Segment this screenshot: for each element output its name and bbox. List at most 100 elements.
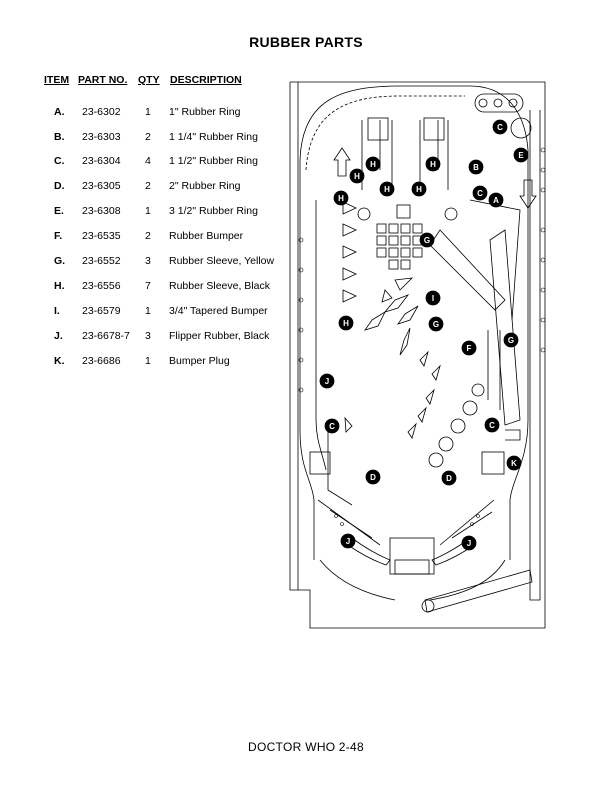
part-number: 23-6303 — [82, 131, 121, 143]
callout-f: F — [461, 340, 477, 356]
header-part-no: PART NO. — [78, 74, 128, 86]
callout-e: E — [513, 147, 529, 163]
table-row: F. 23-6535 2 Rubber Bumper — [44, 230, 284, 244]
item-letter: K. — [54, 355, 65, 367]
svg-text:E: E — [518, 151, 524, 160]
svg-text:J: J — [325, 377, 329, 386]
table-row: B. 23-6303 2 1 1/4" Rubber Ring — [44, 131, 284, 145]
svg-text:G: G — [433, 320, 439, 329]
playfield-diagram: A B C C C C D D E F G G G H H H H H H H … — [289, 81, 546, 629]
callout-h: H — [349, 168, 365, 184]
callout-h: H — [425, 156, 441, 172]
item-letter: B. — [54, 131, 65, 143]
description: 1 1/2" Rubber Ring — [169, 155, 258, 167]
callout-g: G — [419, 232, 435, 248]
callout-c: C — [492, 119, 508, 135]
quantity: 7 — [145, 280, 151, 292]
description: Bumper Plug — [169, 355, 230, 367]
part-number: 23-6535 — [82, 230, 121, 242]
description: 2" Rubber Ring — [169, 180, 241, 192]
callout-g: G — [428, 316, 444, 332]
svg-text:F: F — [467, 344, 472, 353]
description: 1" Rubber Ring — [169, 106, 241, 118]
quantity: 1 — [145, 106, 151, 118]
svg-text:B: B — [473, 163, 479, 172]
header-qty: QTY — [138, 74, 160, 86]
callout-markers: A B C C C C D D E F G G G H H H H H H H … — [319, 119, 529, 551]
callout-h: H — [338, 315, 354, 331]
item-letter: G. — [54, 255, 66, 267]
part-number: 23-6302 — [82, 106, 121, 118]
part-number: 23-6308 — [82, 205, 121, 217]
quantity: 3 — [145, 255, 151, 267]
description: Rubber Sleeve, Yellow — [169, 255, 275, 267]
description: 1 1/4" Rubber Ring — [169, 131, 258, 143]
part-number: 23-6686 — [82, 355, 121, 367]
footer-page-number: 2-48 — [338, 740, 364, 754]
part-number: 23-6579 — [82, 305, 121, 317]
callout-b: B — [468, 159, 484, 175]
callout-h: H — [333, 190, 349, 206]
callout-c: C — [324, 418, 340, 434]
table-row: C. 23-6304 4 1 1/2" Rubber Ring — [44, 155, 284, 169]
svg-text:D: D — [370, 473, 376, 482]
item-letter: J. — [54, 330, 63, 342]
quantity: 2 — [145, 131, 151, 143]
part-number: 23-6304 — [82, 155, 121, 167]
table-row: K. 23-6686 1 Bumper Plug — [44, 355, 284, 369]
svg-text:J: J — [467, 539, 471, 548]
table-row: H. 23-6556 7 Rubber Sleeve, Black — [44, 280, 284, 294]
svg-text:C: C — [497, 123, 503, 132]
item-letter: H. — [54, 280, 65, 292]
table-row: D. 23-6305 2 2" Rubber Ring — [44, 180, 284, 194]
svg-text:H: H — [354, 172, 360, 181]
callout-g: G — [503, 332, 519, 348]
item-letter: E. — [54, 205, 64, 217]
callout-j: J — [461, 535, 477, 551]
svg-text:C: C — [329, 422, 335, 431]
table-row: E. 23-6308 1 3 1/2" Rubber Ring — [44, 205, 284, 219]
part-number: 23-6552 — [82, 255, 121, 267]
callout-d: D — [441, 470, 457, 486]
table-row: J. 23-6678-7 3 Flipper Rubber, Black — [44, 330, 284, 344]
svg-text:H: H — [430, 160, 436, 169]
svg-text:H: H — [384, 185, 390, 194]
item-letter: D. — [54, 180, 65, 192]
callout-h: H — [411, 181, 427, 197]
description: Rubber Sleeve, Black — [169, 280, 270, 292]
callout-i: I — [425, 290, 441, 306]
callout-j: J — [340, 533, 356, 549]
svg-text:A: A — [493, 196, 499, 205]
quantity: 3 — [145, 330, 151, 342]
svg-text:D: D — [446, 474, 452, 483]
svg-text:G: G — [424, 236, 430, 245]
svg-text:C: C — [477, 189, 483, 198]
callout-c: C — [484, 417, 500, 433]
quantity: 1 — [145, 355, 151, 367]
playfield-outline — [289, 81, 546, 629]
svg-text:H: H — [370, 160, 376, 169]
svg-text:J: J — [346, 537, 350, 546]
item-letter: F. — [54, 230, 63, 242]
callout-h: H — [379, 181, 395, 197]
table-row: A. 23-6302 1 1" Rubber Ring — [44, 106, 284, 120]
svg-text:H: H — [343, 319, 349, 328]
quantity: 2 — [145, 230, 151, 242]
quantity: 4 — [145, 155, 151, 167]
description: Flipper Rubber, Black — [169, 330, 270, 342]
callout-c: C — [472, 185, 488, 201]
item-letter: C. — [54, 155, 65, 167]
table-row: I. 23-6579 1 3/4" Tapered Bumper — [44, 305, 284, 319]
page-footer: DOCTOR WHO 2-48 — [0, 740, 612, 754]
item-letter: A. — [54, 106, 65, 118]
callout-d: D — [365, 469, 381, 485]
description: 3/4" Tapered Bumper — [169, 305, 268, 317]
callout-k: K — [506, 455, 522, 471]
description: Rubber Bumper — [169, 230, 244, 242]
header-item: ITEM — [44, 74, 70, 86]
part-number: 23-6305 — [82, 180, 121, 192]
svg-text:I: I — [432, 294, 434, 303]
footer-game-name: DOCTOR WHO — [247, 740, 336, 754]
quantity: 1 — [145, 305, 151, 317]
svg-text:H: H — [338, 194, 344, 203]
